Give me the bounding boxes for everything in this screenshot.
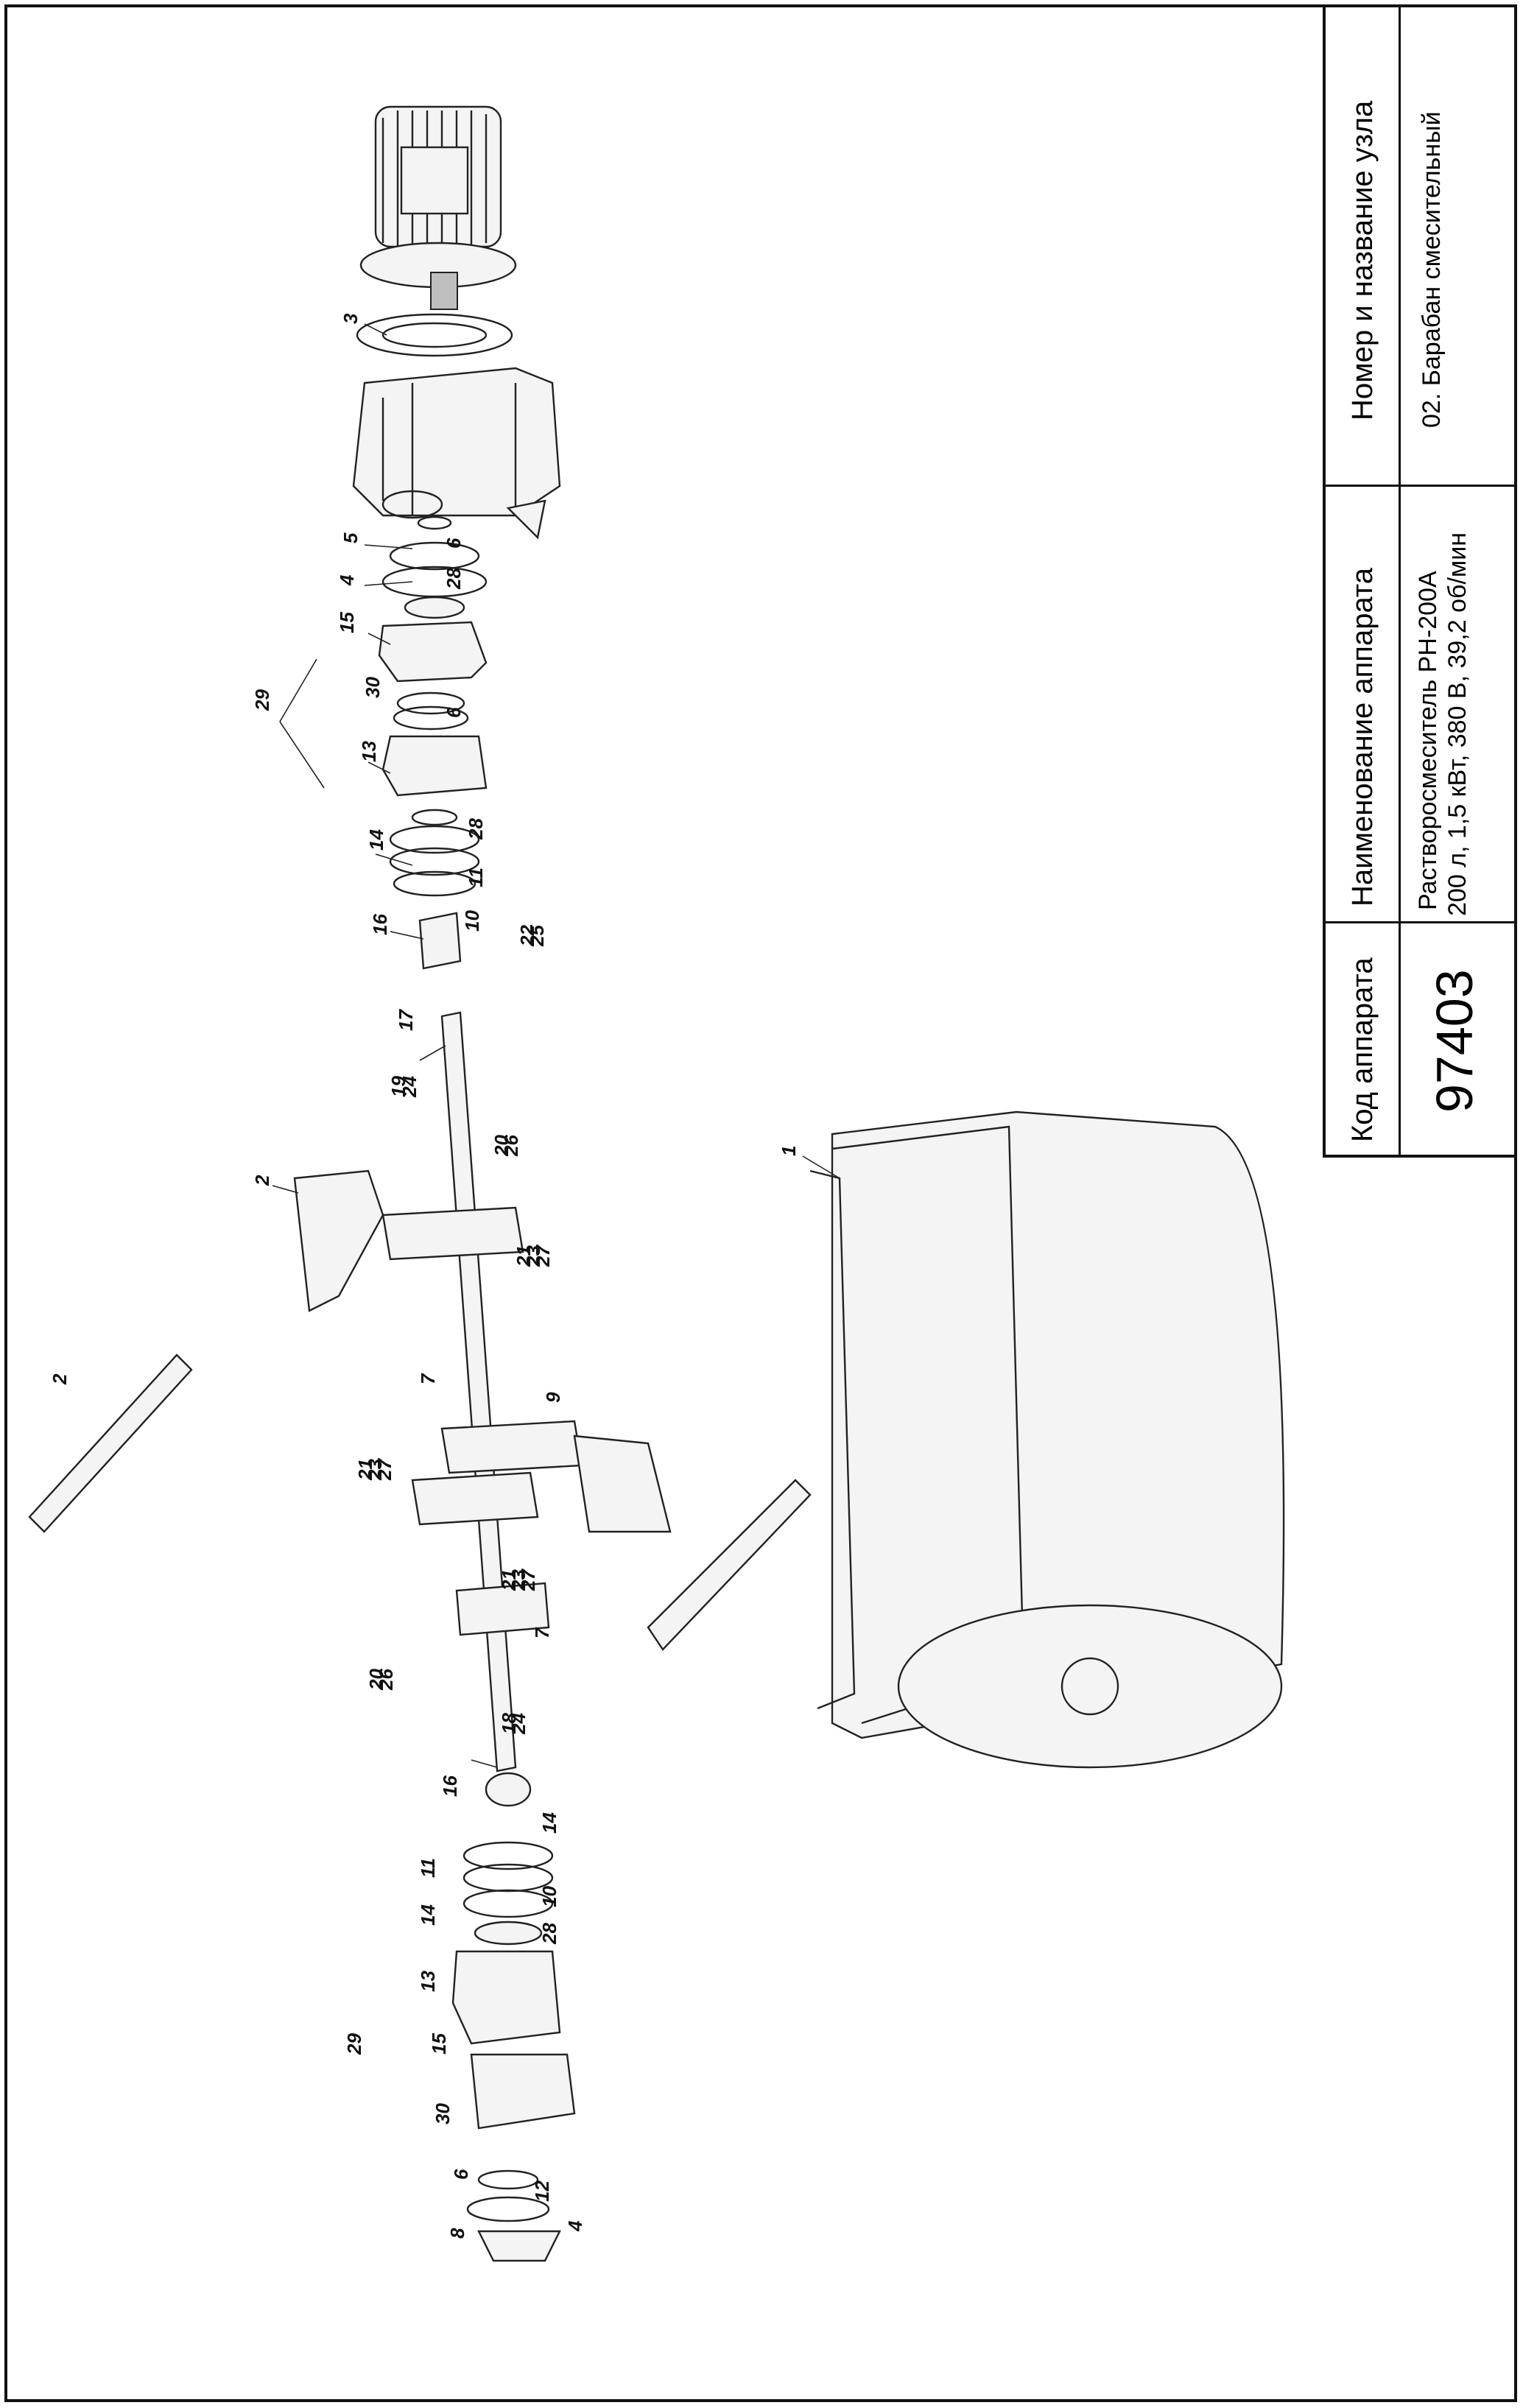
callout-label: 13: [358, 741, 380, 762]
callout-label: 20: [490, 1135, 513, 1157]
callout-leaders: [272, 323, 840, 1768]
callout-label: 23: [522, 1245, 544, 1267]
callout-label: 29: [251, 689, 273, 711]
callout-label: 14: [365, 829, 387, 851]
callout-label: 23: [364, 1459, 386, 1481]
callout-label: 3: [340, 313, 362, 324]
callout-label: 16: [369, 914, 391, 935]
callout-label: 19: [387, 1076, 409, 1097]
callout-label: 27: [373, 1458, 395, 1481]
callout-label: 8: [446, 2228, 468, 2239]
title-block-divider: [1399, 4, 1401, 1155]
motor-part: [359, 105, 517, 310]
callout-label: 4: [336, 574, 358, 586]
callout-label: 26: [375, 1669, 397, 1691]
title-block-divider: [1326, 921, 1517, 923]
callout-label: 5: [340, 532, 362, 543]
callout-label: 21: [513, 1245, 535, 1267]
lower-bearing-stack: [451, 1841, 576, 2262]
callout-label: 21: [498, 1569, 520, 1591]
upper-bearing-stack: [378, 515, 488, 970]
callout-label: 2: [49, 1373, 71, 1385]
gearbox-part: [352, 367, 561, 540]
callout-label: 28: [465, 818, 487, 840]
unit-value: 02. Барабан смесительный: [1418, 111, 1446, 428]
callout-label: 16: [439, 1775, 461, 1797]
callout-label: 11: [465, 867, 487, 887]
callout-label: 7: [531, 1627, 553, 1638]
callout-label: 24: [507, 1713, 530, 1735]
callout-label: 6: [443, 707, 465, 718]
gasket-part: [356, 313, 513, 357]
callout-label: 27: [532, 1245, 554, 1267]
callout-label: 6: [443, 538, 465, 549]
callout-label: 2: [251, 1175, 273, 1186]
callout-label: 9: [542, 1392, 564, 1403]
name-header: Наименование аппарата: [1346, 568, 1379, 906]
callout-label: 21: [354, 1459, 376, 1481]
title-block: Код аппарата 97403 Наименование аппарата…: [1323, 4, 1517, 1158]
callout-label: 30: [362, 677, 384, 698]
callout-label: 17: [395, 1009, 417, 1031]
callout-label: 10: [461, 910, 483, 932]
code-value: 97403: [1426, 969, 1483, 1113]
callout-label: 18: [498, 1713, 520, 1734]
callout-label: 6: [450, 2169, 472, 2180]
callout-label: 28: [538, 1923, 560, 1945]
callout-label: 23: [507, 1569, 530, 1591]
name-line-1: Растворосмеситель РН-200А: [1414, 571, 1442, 910]
mixing-drum-part: [809, 1110, 1285, 1769]
callout-label: 28: [443, 568, 465, 590]
callout-label: 22: [516, 925, 538, 947]
callout-label: 1: [778, 1146, 800, 1156]
code-header: Код аппарата: [1346, 957, 1379, 1142]
callout-label: 29: [343, 2033, 365, 2055]
mixing-shaft: [28, 1011, 812, 1807]
callout-label: 24: [398, 1076, 421, 1098]
callout-label: 27: [517, 1569, 539, 1591]
callout-label: 4: [564, 2220, 586, 2232]
unit-header: Номер и название узла: [1346, 100, 1379, 420]
callout-label: 30: [432, 2103, 454, 2124]
callout-label: 13: [417, 1971, 439, 1992]
callout-label: 15: [336, 612, 358, 633]
title-block-divider: [1326, 485, 1517, 487]
callout-label: 7: [417, 1373, 439, 1384]
callout-label: 12: [531, 2180, 553, 2202]
callout-label: 14: [417, 1904, 439, 1926]
callout-label: 11: [417, 1858, 439, 1878]
callout-label: 25: [526, 925, 548, 947]
callout-label: 20: [365, 1669, 387, 1691]
callout-label: 26: [500, 1135, 522, 1157]
name-line-2: 200 л, 1,5 кВт, 380 В, 39,2 об/мин: [1443, 532, 1471, 916]
callout-label: 15: [428, 2033, 450, 2055]
drawing-sheet-frame: [4, 4, 1517, 2402]
callout-label: 10: [538, 1886, 560, 1907]
callout-label: 14: [538, 1812, 560, 1834]
